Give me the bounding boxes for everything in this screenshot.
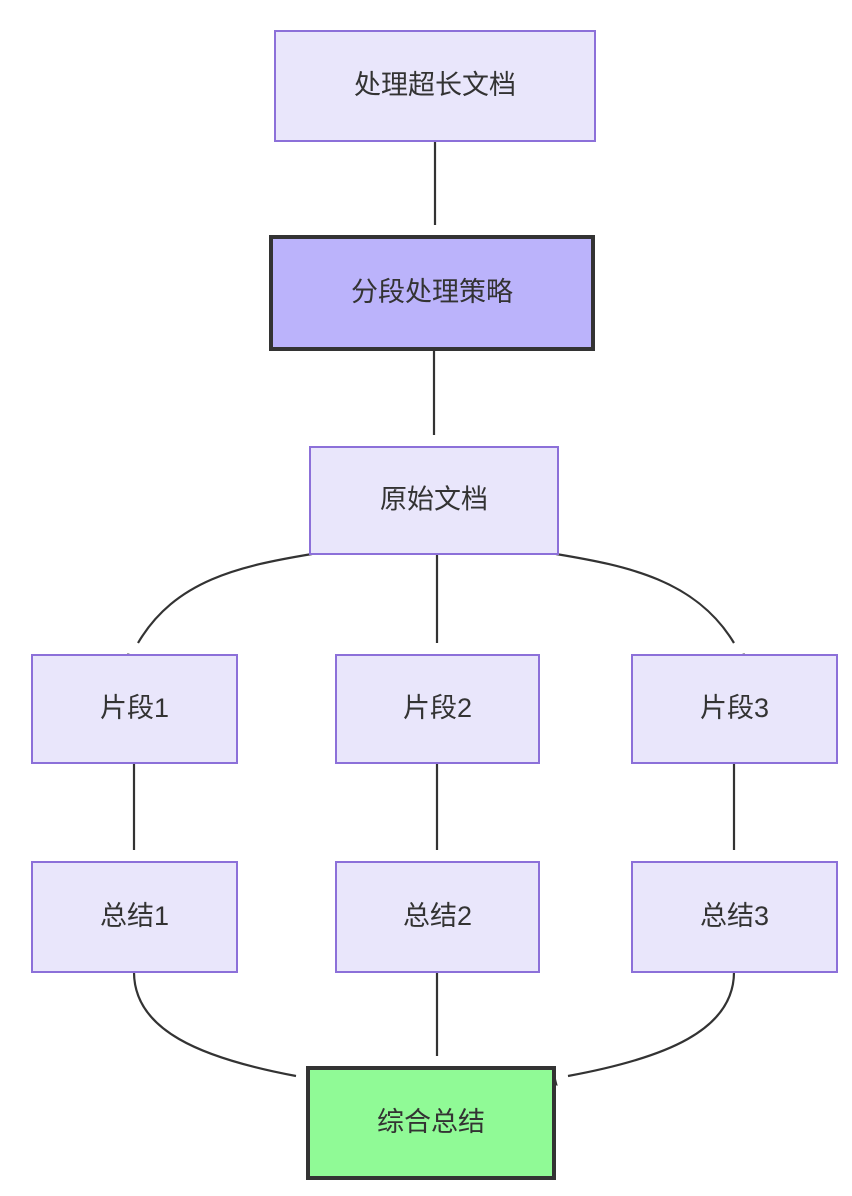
node-box-n4[interactable]: [31, 654, 238, 764]
node-n9[interactable]: 总结3: [631, 861, 838, 973]
node-box-n9[interactable]: [631, 861, 838, 973]
node-n2[interactable]: 分段处理策略: [269, 235, 595, 351]
node-n7[interactable]: 总结1: [31, 861, 238, 973]
node-n4[interactable]: 片段1: [31, 654, 238, 764]
node-box-n5[interactable]: [335, 654, 540, 764]
node-n8[interactable]: 总结2: [335, 861, 540, 973]
node-label-n1: 处理超长文档: [354, 70, 516, 100]
edge-n3-to-n6: [555, 552, 735, 644]
edge-n9-to-n10: [567, 971, 736, 1078]
node-n1[interactable]: 处理超长文档: [274, 30, 596, 142]
node-n3[interactable]: 原始文档: [309, 446, 559, 555]
node-n6[interactable]: 片段3: [631, 654, 838, 764]
node-label-n7: 总结1: [100, 901, 169, 931]
node-label-n9: 总结3: [700, 901, 769, 931]
node-n5[interactable]: 片段2: [335, 654, 540, 764]
node-label-n8: 总结2: [403, 901, 472, 931]
node-box-n8[interactable]: [335, 861, 540, 973]
edge-n7-to-n10: [132, 971, 297, 1078]
node-box-n6[interactable]: [631, 654, 838, 764]
node-label-n10: 综合总结: [377, 1107, 485, 1137]
node-label-n3: 原始文档: [380, 485, 488, 515]
node-box-n1[interactable]: [274, 30, 596, 142]
node-label-n2: 分段处理策略: [351, 277, 513, 307]
node-label-n4: 片段1: [100, 693, 169, 723]
node-n10[interactable]: 综合总结: [306, 1066, 556, 1180]
node-box-n3[interactable]: [309, 446, 559, 555]
edges-layer: [132, 141, 736, 1078]
edge-n3-to-n4: [137, 552, 313, 644]
node-box-n2[interactable]: [269, 235, 595, 351]
node-box-n7[interactable]: [31, 861, 238, 973]
node-label-n5: 片段2: [403, 693, 472, 723]
node-label-n6: 片段3: [700, 693, 769, 723]
node-box-n10[interactable]: [306, 1066, 556, 1180]
